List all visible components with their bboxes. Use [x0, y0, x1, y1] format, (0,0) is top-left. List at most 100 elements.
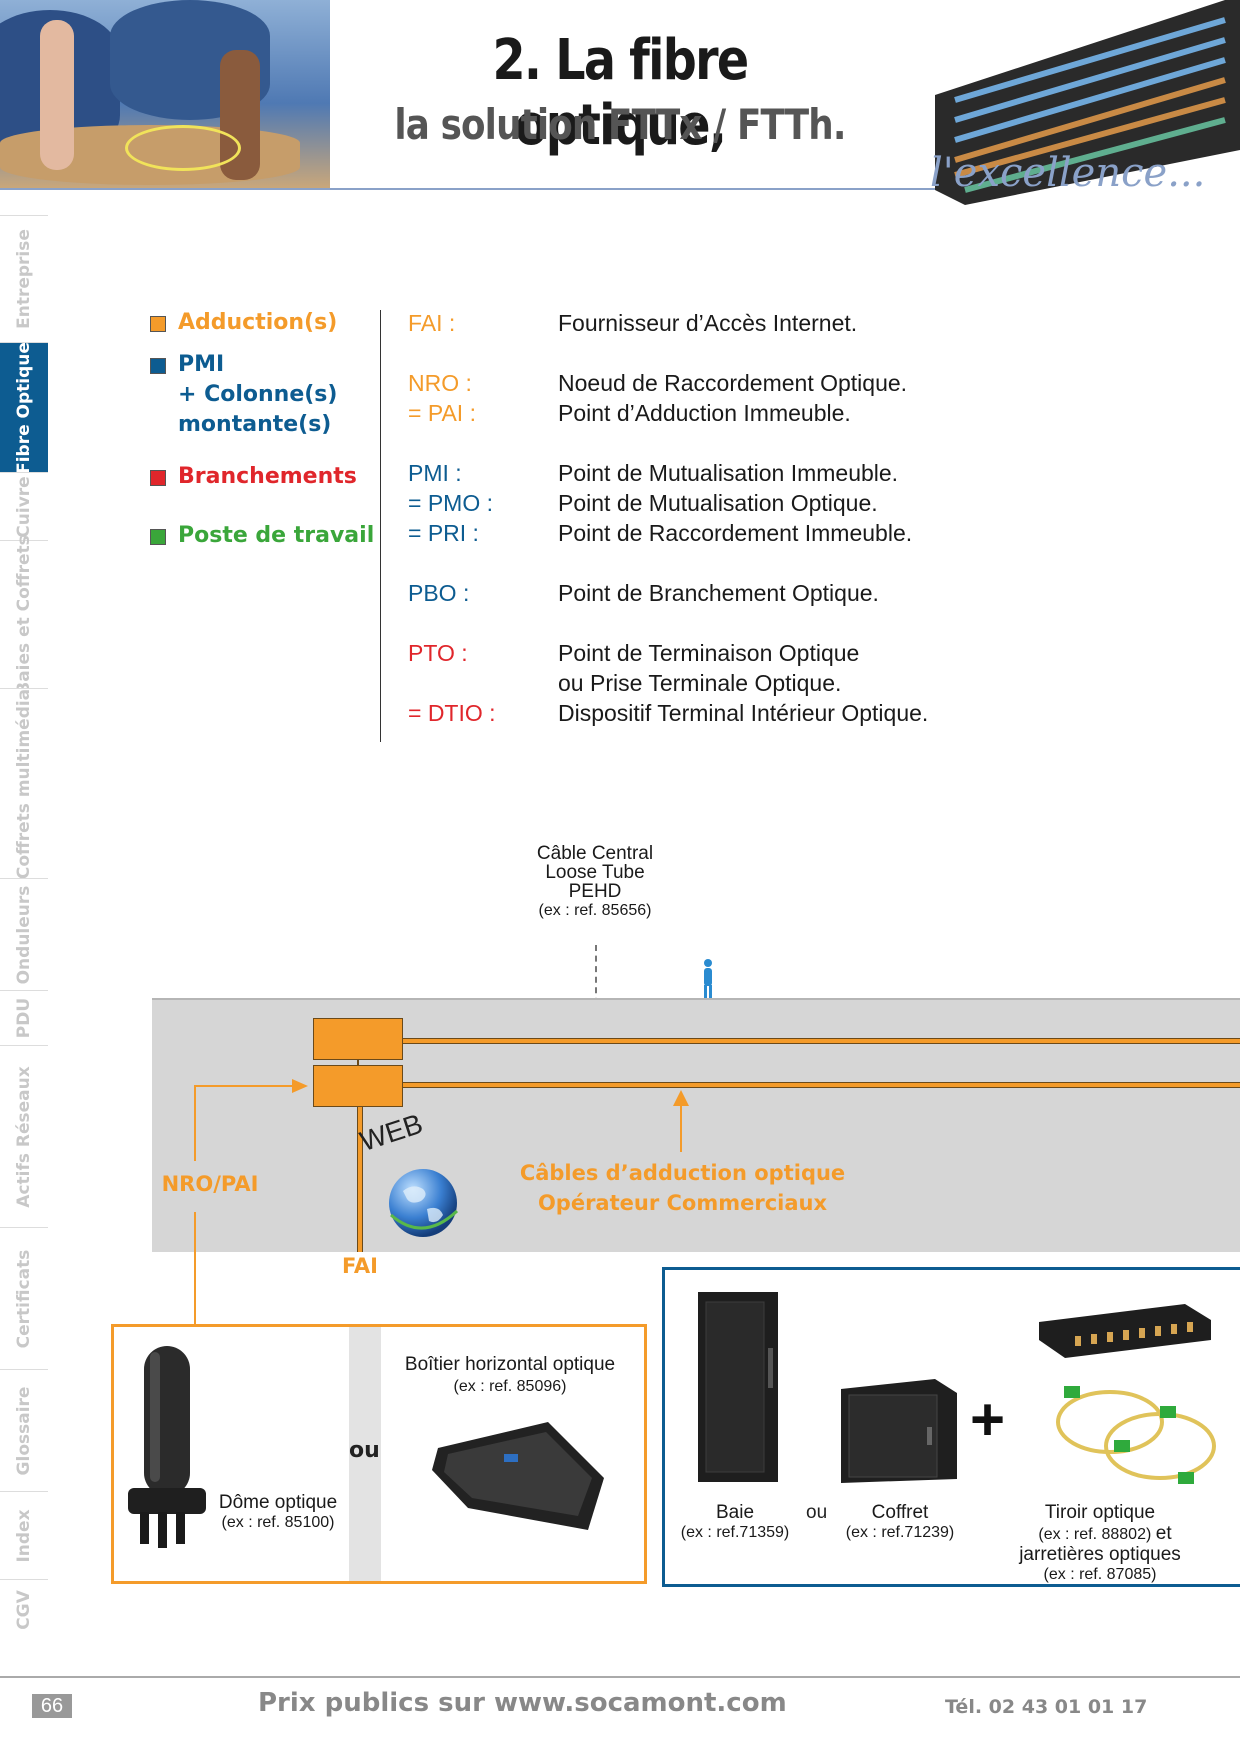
legend-item: PMI+ Colonne(s)montante(s) [150, 350, 337, 440]
definition-text: Fournisseur d’Accès Internet. [558, 310, 858, 336]
sidebar-tab[interactable]: CGV [0, 1579, 48, 1639]
or-separator-label: ou [349, 1438, 380, 1463]
sidebar-tab[interactable]: Coffrets multimédia [0, 688, 48, 879]
building-equipment-box [662, 1267, 1240, 1587]
sidebar-tab-label: Cuivre [14, 475, 34, 538]
sidebar-tab-label: Glossaire [14, 1386, 34, 1475]
nro-feed-line [194, 1085, 294, 1087]
sidebar-tab[interactable]: Baies et Coffrets [0, 535, 48, 694]
fibre-drawer-image [1035, 1300, 1215, 1360]
sidebar-tab-label: Index [14, 1508, 34, 1563]
nro-equipment-box [111, 1324, 647, 1584]
sidebar-tab-label: Actifs Réseaux [14, 1065, 34, 1208]
definition-term: PMI : [408, 460, 462, 486]
sidebar-tab-label: Coffrets multimédia [14, 688, 34, 879]
person-icon [702, 958, 714, 1000]
legend-item: Branchements [150, 462, 357, 492]
nro-arrowhead [292, 1079, 308, 1093]
adduction-arrow-shaft [680, 1100, 682, 1152]
boitier-ref: (ex : ref. 85096) [453, 1378, 567, 1395]
page-number: 66 [32, 1694, 72, 1718]
legend-item: Poste de travail [150, 521, 374, 551]
coffret-label: Coffret [871, 1502, 929, 1523]
tiroir-ref: (ex : ref. 88802) [1038, 1526, 1152, 1543]
sidebar-tab[interactable]: PDU [0, 990, 48, 1045]
sidebar-tab-label: Baies et Coffrets [14, 534, 34, 695]
legend-label-line: montante(s) [178, 412, 332, 437]
chamber-upper [313, 1018, 403, 1060]
dome-ref: (ex : ref. 85100) [221, 1514, 335, 1531]
definition-text: Point de Mutualisation Immeuble. [558, 460, 899, 486]
footer-pricing-note: Prix publics sur www.socamont.com [258, 1688, 787, 1718]
adduction-caption-line: Opérateur Commerciaux [537, 1191, 828, 1215]
orange-box-separator [349, 1327, 381, 1581]
nro-down-line [194, 1212, 196, 1325]
sidebar-tab[interactable]: Index [0, 1491, 48, 1579]
sidebar-tab[interactable]: Onduleurs [0, 878, 48, 990]
baie-label: Baie [715, 1502, 755, 1523]
cable-label-line: Câble Central [536, 843, 654, 864]
nro-pai-label: NRO/PAI [161, 1172, 259, 1196]
patch-cords-image [1050, 1376, 1220, 1496]
horizontal-closure-image [428, 1418, 608, 1538]
tiroir-ref-line: (ex : ref. 88802) et [1015, 1523, 1195, 1545]
page-title: 2. La fibre optique, [492, 28, 750, 158]
header-fade [330, 0, 420, 188]
sidebar-tab-label: Fibre Optique [14, 341, 34, 474]
legend-label: Branchements [178, 462, 357, 492]
legend-label: Poste de travail [178, 521, 374, 551]
definition-term: NRO : [408, 370, 472, 396]
definition-text: Point de Mutualisation Optique. [558, 490, 878, 516]
fai-label: FAI [341, 1254, 378, 1278]
header-photo-patch-panels [925, 0, 1240, 205]
footer-rule [0, 1676, 1240, 1678]
legend-label: PMI+ Colonne(s)montante(s) [178, 350, 337, 440]
definition-term: PTO : [408, 640, 468, 666]
dome-label: Dôme optique [218, 1492, 338, 1513]
plus-sign: + [970, 1386, 1006, 1453]
legend-label-line: Poste de travail [178, 523, 375, 548]
definition-term: = PRI : [408, 520, 479, 546]
sidebar-tab[interactable]: Fibre Optique [0, 341, 48, 474]
cable-label-line: PEHD [568, 881, 622, 902]
definition-term: FAI : [408, 310, 456, 336]
child-figure [40, 20, 74, 170]
chamber-link [357, 1060, 359, 1066]
sidebar-tab[interactable]: Entreprise [0, 215, 48, 342]
sidebar-tab[interactable]: Certificats [0, 1227, 48, 1369]
sidebar-tab-label: PDU [14, 997, 34, 1039]
legend-label: Adduction(s) [178, 308, 337, 338]
definition-text: Dispositif Terminal Intérieur Optique. [558, 700, 929, 726]
globe-icon [385, 1165, 461, 1241]
sidebar-tab[interactable]: Glossaire [0, 1369, 48, 1491]
legend-label-line: Adduction(s) [178, 310, 338, 335]
tiroir-label: Tiroir optique [1044, 1502, 1156, 1523]
coffret-ref: (ex : ref.71239) [845, 1524, 955, 1541]
legend-label-line: Branchements [178, 464, 357, 489]
definition-text: Point de Raccordement Immeuble. [558, 520, 913, 546]
sidebar-tab[interactable]: Cuivre [0, 472, 48, 540]
page-header: 2. La fibre optique, la solution FTTx / … [0, 0, 1240, 205]
dome-closure-image [124, 1338, 210, 1548]
footer-phone: Tél. 02 43 01 01 17 [945, 1696, 1148, 1718]
fibre-patch-cord [125, 125, 241, 171]
sidebar-tab-label: CGV [14, 1589, 34, 1630]
definition-text: ou Prise Terminale Optique. [558, 670, 842, 696]
sidebar-tab[interactable]: Actifs Réseaux [0, 1045, 48, 1227]
legend-swatch [150, 316, 166, 332]
cable-label-line: Loose Tube [545, 862, 645, 883]
legend-divider [380, 310, 381, 742]
definition-text: Point de Branchement Optique. [558, 580, 879, 606]
definition-text: Noeud de Raccordement Optique. [558, 370, 908, 396]
cable-pointer-dashed [595, 945, 597, 1025]
legend-swatch [150, 529, 166, 545]
legend-label-line: + Colonne(s) [178, 382, 338, 407]
sidebar-tab-label: Certificats [14, 1249, 34, 1348]
legend-swatch [150, 358, 166, 374]
or-separator-label: ou [806, 1502, 828, 1523]
definition-term: = PAI : [408, 400, 476, 426]
header-tagline: l'excellence... [930, 150, 1206, 196]
sidebar-tab-label: Onduleurs [14, 885, 34, 984]
adduction-arrowhead [673, 1090, 689, 1106]
